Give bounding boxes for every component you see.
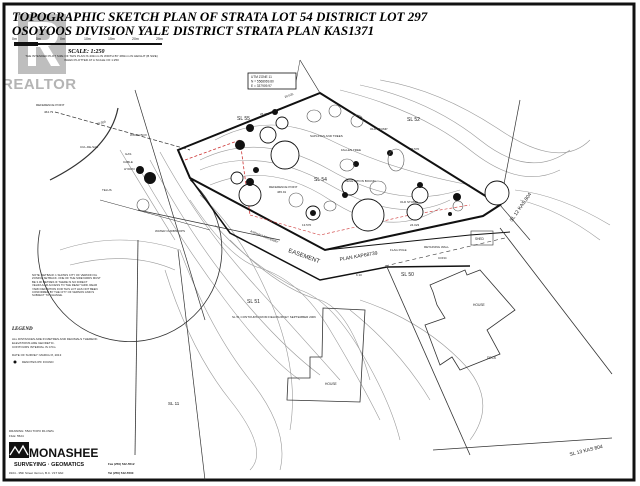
mountain-icon bbox=[9, 444, 29, 456]
trees bbox=[230, 116, 510, 232]
scale-label: SCALE: 1:250 bbox=[68, 49, 105, 55]
svg-text:24.023: 24.023 bbox=[410, 223, 420, 227]
svg-text:0m: 0m bbox=[12, 37, 17, 41]
svg-text:SHED: SHED bbox=[475, 237, 485, 241]
svg-text:DECK: DECK bbox=[487, 356, 497, 360]
sl11-boundary bbox=[134, 239, 139, 456]
svg-text:0m: 0m bbox=[60, 37, 65, 41]
svg-text:6.10: 6.10 bbox=[356, 273, 362, 277]
strata-lot-54-boundary bbox=[176, 91, 502, 252]
svg-text:ELEVATIONS ARE GEODETIC.: ELEVATIONS ARE GEODETIC. bbox=[12, 341, 55, 345]
lot-label-sl51: SL 51 bbox=[247, 299, 260, 305]
scale-bar: 0m 5m 0m 10m 15m 20m 25m bbox=[12, 37, 163, 46]
scale-note: THE INTENDED PLOT SIZE OF THIS PLAN IS 4… bbox=[25, 55, 158, 62]
svg-text:CUL-DE-SAC: CUL-DE-SAC bbox=[80, 145, 99, 149]
svg-text:464.79: 464.79 bbox=[44, 110, 54, 114]
svg-text:SL 51 CONTOURS FROM FIELDSURVE: SL 51 CONTOURS FROM FIELDSURVEY SEPTEMBE… bbox=[232, 315, 316, 319]
utm-box: UTM ZONE 11 N = 5568969.80 E = 337909.97 bbox=[247, 72, 297, 90]
shed bbox=[470, 230, 494, 246]
easement-lower-line bbox=[189, 177, 471, 281]
setback-note: NOTE: SETBACK 1 SHOWS CITY OF VERNON 6m … bbox=[32, 274, 101, 298]
easement-label: EASEMENT bbox=[287, 248, 320, 265]
svg-text:13.570: 13.570 bbox=[302, 223, 312, 227]
svg-text:26.325: 26.325 bbox=[260, 112, 270, 116]
svg-text:29.570: 29.570 bbox=[410, 147, 420, 151]
svg-text:HYDRO: HYDRO bbox=[124, 167, 136, 171]
svg-text:TELUS: TELUS bbox=[102, 188, 112, 192]
contour-lines bbox=[59, 79, 611, 471]
legend-title: LEGEND bbox=[11, 327, 33, 332]
lot-label-sl11: SL 11 bbox=[168, 401, 180, 406]
lot-label-sl50: SL 50 bbox=[401, 272, 414, 278]
svg-text:RETAINING WALL: RETAINING WALL bbox=[424, 245, 449, 249]
lot-label-sl54: SL 54 bbox=[314, 177, 327, 183]
svg-text:E = 337909.97: E = 337909.97 bbox=[251, 84, 272, 88]
svg-text:DENOTES IPF FOUND: DENOTES IPF FOUND bbox=[22, 360, 54, 364]
title-line-2: OSOYOOS DIVISION YALE DISTRICT STRATA PL… bbox=[12, 23, 374, 38]
svg-text:DATE OF SURVEY: MARCH 8, 2013: DATE OF SURVEY: MARCH 8, 2013 bbox=[12, 353, 62, 357]
company-logo: MONASHEE SURVEYING · GEOMATICS bbox=[9, 442, 98, 468]
svg-text:ALL DISTANCES ARE IN METRES AN: ALL DISTANCES ARE IN METRES AND DECIMALS… bbox=[12, 337, 98, 341]
svg-text:CONC: CONC bbox=[438, 256, 448, 260]
svg-text:5m: 5m bbox=[36, 37, 41, 41]
svg-text:SAPLINGS AND TREES: SAPLINGS AND TREES bbox=[310, 134, 343, 138]
svg-text:GAS: GAS bbox=[125, 152, 131, 156]
company-tel: Tel (250) 542-5500 bbox=[108, 471, 134, 475]
svg-text:REFERENCE POINT: REFERENCE POINT bbox=[269, 185, 298, 189]
svg-text:OLD STUMP: OLD STUMP bbox=[400, 200, 418, 204]
title-line-1: TOPOGRAPHIC SKETCH PLAN OF STRATA LOT 54… bbox=[12, 9, 428, 24]
svg-text:18.300: 18.300 bbox=[96, 120, 106, 126]
cul-de-sac-circle bbox=[37, 179, 223, 343]
svg-text:VEGETATION BOUND: VEGETATION BOUND bbox=[345, 179, 376, 183]
svg-text:CONTOURS INTERVAL IS 0.5m.: CONTOURS INTERVAL IS 0.5m. bbox=[12, 345, 56, 349]
drawing-number: DRAWING: 5524 TOPO R1.DWG bbox=[9, 429, 54, 433]
lot-label-sl12: SL 12 KAS 804 bbox=[509, 192, 534, 223]
svg-text:ASPHALT DRIVEWAY: ASPHALT DRIVEWAY bbox=[250, 229, 279, 244]
file-number: FILE: 5524 bbox=[9, 434, 24, 438]
svg-text:CABLE: CABLE bbox=[123, 160, 133, 164]
svg-text:MONASHEE: MONASHEE bbox=[29, 446, 98, 460]
svg-text:WATER CURBSTOPS: WATER CURBSTOPS bbox=[155, 229, 185, 233]
ipf-symbol-icon bbox=[13, 360, 17, 364]
company-fax: Fax (250) 542-5512 bbox=[108, 462, 135, 466]
legend: ALL DISTANCES ARE IN METRES AND DECIMALS… bbox=[12, 337, 98, 364]
lot-label-sl13: SL 13 KAS 804 bbox=[569, 444, 604, 458]
sheet-border bbox=[2, 2, 636, 482]
svg-text:20m: 20m bbox=[132, 37, 139, 41]
realtor-wordmark: REALTOR bbox=[2, 76, 77, 93]
lot-label-sl55: SL 55 bbox=[237, 116, 250, 122]
svg-text:REFERENCE POINT: REFERENCE POINT bbox=[36, 103, 65, 107]
svg-text:N = 5568969.80: N = 5568969.80 bbox=[251, 80, 274, 84]
easement-upper-line bbox=[324, 231, 511, 251]
vegetation-outlines bbox=[136, 104, 464, 212]
svg-text:465.91: 465.91 bbox=[277, 190, 287, 194]
svg-text:FALLEN TREE: FALLEN TREE bbox=[341, 148, 361, 152]
svg-text:SURVEYING · GEOMATICS: SURVEYING · GEOMATICS bbox=[14, 462, 84, 468]
company-address: #104 - 35th Street Vernon, B.C. V1T 9A0 bbox=[9, 471, 64, 475]
svg-text:26.025: 26.025 bbox=[284, 92, 294, 99]
lot-label-sl52: SL 52 bbox=[407, 117, 420, 123]
svg-text:FLAG POLE: FLAG POLE bbox=[390, 248, 407, 252]
house-sl50 bbox=[424, 269, 516, 371]
plan-label: PLAN KAP68739 bbox=[339, 250, 378, 263]
svg-text:OLD STUMP: OLD STUMP bbox=[370, 127, 388, 131]
svg-text:15m: 15m bbox=[108, 37, 115, 41]
svg-text:WOOD BOX: WOOD BOX bbox=[130, 133, 147, 137]
curb-line bbox=[49, 107, 119, 181]
svg-text:UTM ZONE 11: UTM ZONE 11 bbox=[251, 75, 272, 79]
svg-text:10m: 10m bbox=[84, 37, 91, 41]
svg-text:25m: 25m bbox=[156, 37, 163, 41]
svg-text:HOUSE: HOUSE bbox=[325, 382, 338, 386]
svg-text:HOUSE: HOUSE bbox=[473, 303, 486, 307]
house-sl51 bbox=[286, 307, 366, 403]
